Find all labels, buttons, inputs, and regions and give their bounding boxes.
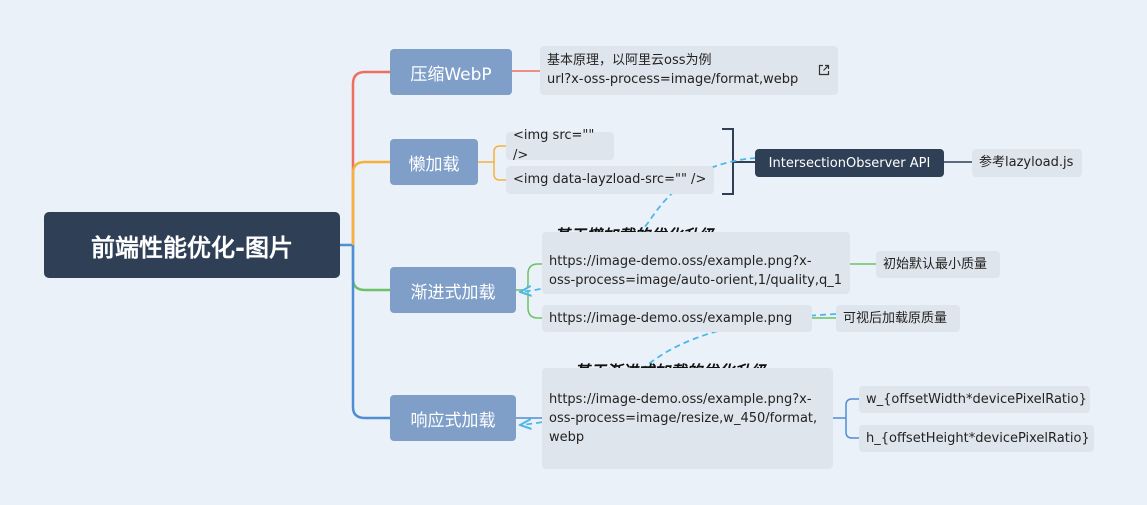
progressive-url-low-quality[interactable]: https://image-demo.oss/example.png?x- os… <box>542 232 850 294</box>
img-data-src-item[interactable]: <img data-layzload-src="" /> <box>506 166 714 194</box>
progressive-url1-line1: https://image-demo.oss/example.png?x- <box>549 254 812 269</box>
root-topic[interactable]: 前端性能优化-图片 <box>44 212 340 278</box>
lazyload-ref-node[interactable]: 参考lazyload.js <box>972 149 1082 177</box>
lazy-connector <box>351 160 390 245</box>
external-link-icon[interactable] <box>818 64 830 76</box>
lazy-items-connector <box>478 145 506 181</box>
responsive-connector <box>351 245 390 420</box>
lazy-summary-bracket <box>722 128 755 195</box>
progressive-connector <box>351 245 390 292</box>
webp-connector <box>351 70 390 245</box>
branch-responsive-load[interactable]: 响应式加载 <box>390 395 516 441</box>
responsive-params-connector <box>833 398 859 439</box>
webp-note-line1: 基本原理，以阿里云oss为例 <box>547 53 712 68</box>
intersection-observer-node[interactable]: IntersectionObserver API <box>755 149 944 177</box>
branch-progressive-load[interactable]: 渐进式加载 <box>390 267 516 313</box>
width-param-node[interactable]: w_{offsetWidth*devicePixelRatio} <box>859 386 1090 413</box>
branch-lazy-load[interactable]: 懒加载 <box>390 139 478 185</box>
responsive-url-line3: webp <box>549 430 585 445</box>
height-param-node[interactable]: h_{offsetHeight*devicePixelRatio} <box>859 425 1094 452</box>
progressive-url1-line2: oss-process=image/auto-orient,1/quality,… <box>549 273 842 288</box>
low-quality-note[interactable]: 初始默认最小质量 <box>876 251 1000 278</box>
original-quality-note[interactable]: 可视后加载原质量 <box>836 305 960 332</box>
progressive-url-original[interactable]: https://image-demo.oss/example.png <box>542 305 812 332</box>
webp-note-line2: url?x-oss-process=image/format,webp <box>547 72 799 87</box>
responsive-url[interactable]: https://image-demo.oss/example.png?x- os… <box>542 368 833 469</box>
branch-webp[interactable]: 压缩WebP <box>390 49 512 95</box>
webp-note[interactable]: 基本原理，以阿里云oss为例 url?x-oss-process=image/f… <box>540 46 838 95</box>
responsive-url-line2: oss-process=image/resize,w_450/format, <box>549 411 818 426</box>
responsive-url-line1: https://image-demo.oss/example.png?x- <box>549 392 812 407</box>
img-src-item[interactable]: <img src="" /> <box>506 128 614 163</box>
